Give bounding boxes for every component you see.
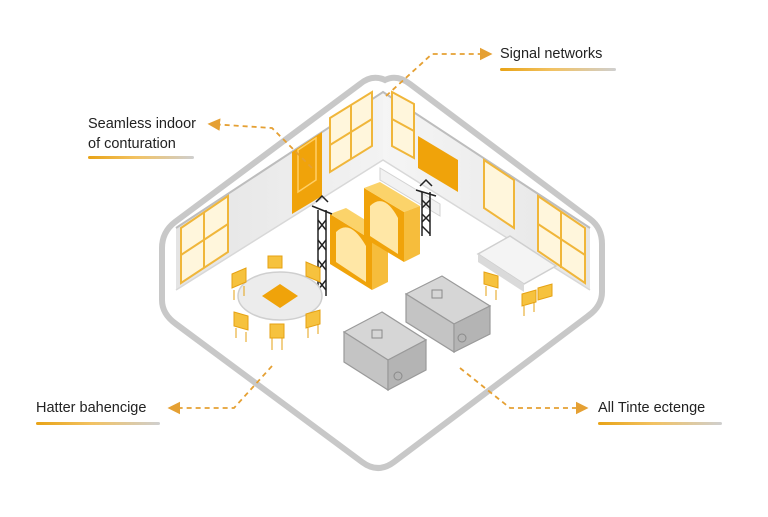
kitchen-island-icon xyxy=(404,275,492,354)
leader-top-left xyxy=(207,118,313,169)
underline-top-right xyxy=(500,68,616,71)
round-table-icon xyxy=(237,271,323,321)
booth-icon xyxy=(364,182,420,262)
underline-bottom-right xyxy=(598,422,722,425)
orange-door-panel xyxy=(292,132,322,214)
callout-top-left-line2: of conturation xyxy=(88,136,176,152)
antenna-mast-icon xyxy=(415,178,437,236)
callout-all-tinte: All Tinte ectenge xyxy=(598,398,705,418)
chair-icon xyxy=(483,271,553,316)
callout-top-right-text: Signal networks xyxy=(500,46,603,62)
chair-icon xyxy=(231,255,321,350)
underline-top-left xyxy=(88,156,194,159)
callout-seamless-indoor: Seamless indoor of conturation xyxy=(88,114,196,154)
window-icon xyxy=(391,90,586,285)
callout-hatter: Hatter bahencige xyxy=(36,398,146,418)
leader-bottom-right xyxy=(459,367,589,415)
callout-signal-networks: Signal networks xyxy=(500,44,602,64)
leader-top-right xyxy=(385,47,493,97)
meeting-table xyxy=(476,235,558,292)
underline-bottom-left xyxy=(36,422,160,425)
callout-bottom-left-text: Hatter bahencige xyxy=(36,400,147,416)
callout-bottom-right-text: All Tinte ectenge xyxy=(598,400,706,416)
callout-top-left-line1: Seamless indoor xyxy=(88,116,196,132)
orange-wall-panel xyxy=(418,136,458,192)
leader-bottom-left xyxy=(167,365,273,415)
kitchen-island-icon xyxy=(342,311,428,392)
window-icon xyxy=(180,90,373,285)
